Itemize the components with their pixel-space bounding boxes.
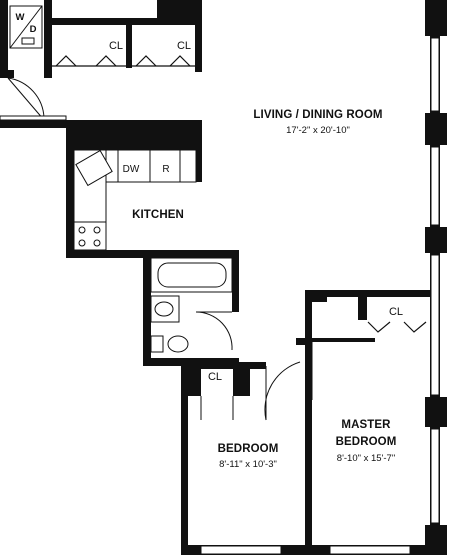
- wall: [143, 250, 238, 258]
- wall: [296, 338, 312, 345]
- wall: [305, 338, 312, 555]
- wall: [0, 70, 14, 78]
- room-name-bedroom: BEDROOM: [217, 443, 279, 455]
- wall: [157, 0, 199, 24]
- room-name-master-line2: BEDROOM: [335, 436, 397, 448]
- wall: [305, 290, 430, 297]
- wall: [0, 0, 8, 77]
- wall: [233, 362, 250, 396]
- wall: [126, 18, 132, 68]
- refrigerator-label: R: [162, 164, 170, 175]
- wall: [66, 250, 146, 258]
- room-name-master-line1: MASTER: [341, 419, 391, 431]
- wall-column: [425, 113, 447, 145]
- window: [329, 545, 411, 555]
- burner: [93, 226, 101, 234]
- room-dims-master: 8'-10" x 15'-7": [336, 453, 396, 464]
- dryer-label: D: [29, 24, 37, 35]
- window: [430, 146, 440, 226]
- room-name-living-dining: LIVING / DINING ROOM: [253, 109, 383, 121]
- wall: [181, 362, 201, 396]
- wall: [305, 338, 375, 342]
- wall: [68, 120, 201, 150]
- burner: [93, 239, 101, 247]
- wall: [232, 250, 239, 312]
- wall: [358, 290, 367, 320]
- wall: [0, 120, 70, 128]
- window: [430, 254, 440, 396]
- closet-label: CL: [108, 40, 124, 52]
- wall: [181, 362, 188, 555]
- wall-column: [425, 227, 447, 253]
- window: [430, 37, 440, 112]
- room-dims-living-dining: 17'-2" x 20'-10": [286, 125, 350, 136]
- wall: [305, 290, 327, 302]
- washer-label: W: [15, 12, 25, 23]
- wall: [196, 120, 202, 182]
- room-name-kitchen: KITCHEN: [132, 209, 184, 221]
- burner: [78, 239, 86, 247]
- wall: [181, 362, 266, 369]
- toilet: [167, 335, 189, 353]
- wall: [143, 250, 151, 365]
- window: [200, 545, 282, 555]
- window: [430, 428, 440, 524]
- room-dims-bedroom: 8'-11" x 10'-3": [219, 459, 277, 470]
- dishwasher-label: DW: [122, 164, 140, 175]
- closet-label: CL: [176, 40, 192, 52]
- wall: [305, 290, 312, 345]
- wall: [232, 358, 239, 362]
- wall: [44, 0, 52, 78]
- closet-label: CL: [207, 371, 223, 383]
- wall-column: [425, 0, 447, 36]
- wall-column: [425, 397, 447, 427]
- kitchen-sink: [75, 149, 113, 187]
- wall: [195, 0, 202, 72]
- burner: [78, 226, 86, 234]
- wall: [66, 120, 74, 257]
- closet-label: CL: [388, 306, 404, 318]
- kitchen-range: [73, 221, 107, 251]
